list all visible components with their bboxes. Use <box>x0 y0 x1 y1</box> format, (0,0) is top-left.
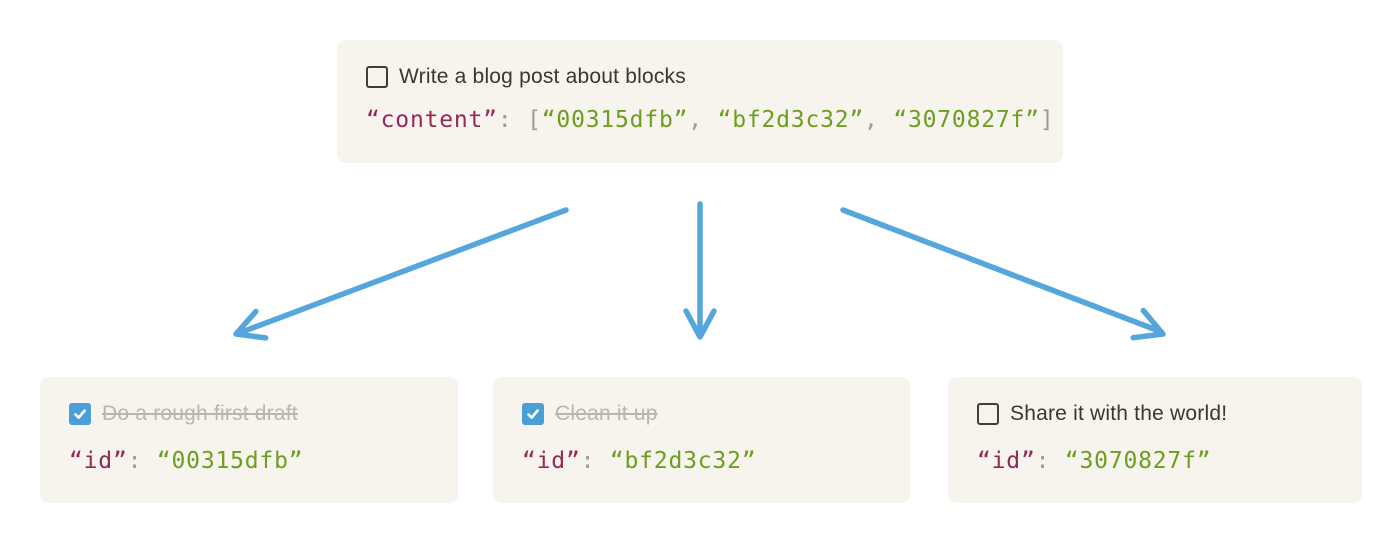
check-icon <box>74 409 86 419</box>
check-icon <box>527 409 539 419</box>
child-1-todo-row: Do a rough first draft <box>69 402 428 425</box>
parent-block-card: Write a blog post about blocks “content”… <box>337 40 1063 163</box>
todo-checkbox[interactable] <box>366 66 388 88</box>
code-separator: , <box>864 107 894 133</box>
code-colon: : <box>1035 448 1065 474</box>
code-close-bracket: ] <box>1039 107 1055 133</box>
todo-label: Share it with the world! <box>1010 402 1228 425</box>
code-string: “00315dfb” <box>156 448 304 474</box>
child-2-todo-row: Clean it up <box>522 402 880 425</box>
code-colon: : <box>497 107 528 133</box>
child-2-code-line: “id”: “bf2d3c32” <box>522 446 880 476</box>
code-string: “3070827f” <box>893 107 1040 133</box>
parent-todo-row: Write a blog post about blocks <box>366 65 1033 88</box>
child-3-todo-row: Share it with the world! <box>977 402 1332 425</box>
todo-label: Do a rough first draft <box>102 402 298 425</box>
child-block-card-3: Share it with the world! “id”: “3070827f… <box>948 377 1362 503</box>
code-string: “bf2d3c32” <box>609 448 757 474</box>
code-colon: : <box>127 448 157 474</box>
child-block-card-1: Do a rough first draft “id”: “00315dfb” <box>40 377 458 503</box>
arrow-to-child-2 <box>683 201 717 340</box>
todo-checkbox[interactable] <box>522 403 544 425</box>
todo-checkbox[interactable] <box>69 403 91 425</box>
todo-label: Write a blog post about blocks <box>399 65 686 88</box>
code-open-bracket: [ <box>527 107 542 133</box>
arrow-to-child-1 <box>233 207 569 341</box>
code-string: “00315dfb” <box>541 107 689 133</box>
child-3-code-line: “id”: “3070827f” <box>977 446 1332 476</box>
todo-checkbox[interactable] <box>977 403 999 425</box>
arrow-to-child-3 <box>840 207 1166 341</box>
code-colon: : <box>580 448 610 474</box>
child-1-code-line: “id”: “00315dfb” <box>69 446 428 476</box>
code-string: “3070827f” <box>1064 448 1212 474</box>
todo-label: Clean it up <box>555 402 658 425</box>
parent-code-line: “content”: [“00315dfb”, “bf2d3c32”, “307… <box>366 105 1054 135</box>
child-block-card-2: Clean it up “id”: “bf2d3c32” <box>493 377 910 503</box>
code-key: “content” <box>366 107 498 133</box>
code-separator: , <box>688 107 718 133</box>
code-string: “bf2d3c32” <box>717 107 865 133</box>
code-key: “id” <box>522 448 581 474</box>
code-key: “id” <box>69 448 128 474</box>
code-key: “id” <box>977 448 1036 474</box>
